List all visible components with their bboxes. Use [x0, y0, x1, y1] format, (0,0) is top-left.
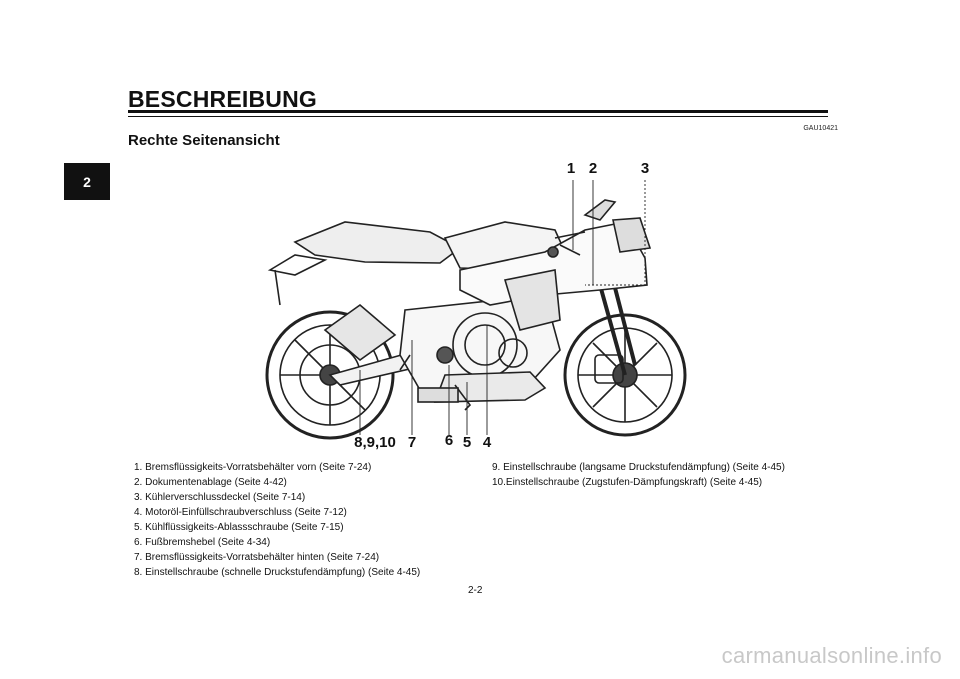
callout-2: 2: [588, 160, 598, 177]
list-item: 2. Dokumentenablage (Seite 4-42): [134, 477, 287, 488]
list-item: 10.Einstellschraube (Zugstufen-Dämpfungs…: [492, 477, 763, 488]
subsection-title: Rechte Seitenansicht: [128, 132, 280, 149]
list-item: 4. Motoröl-Einfüllschraubverschluss (Sei…: [134, 507, 347, 518]
list-item: 7. Bremsflüssigkeits-Vorratsbehälter hin…: [134, 552, 380, 563]
watermark: carmanualsonline.info: [721, 643, 942, 668]
document-code: GAU10421: [803, 125, 838, 132]
header-rule-thin: [128, 116, 828, 117]
callout-6: 6: [444, 432, 454, 449]
section-title: BESCHREIBUNG: [128, 86, 317, 112]
callout-8-9-10: 8,9,10: [354, 434, 396, 451]
callout-3: 3: [640, 160, 650, 177]
list-item: 3. Kühlerverschlussdeckel (Seite 7-14): [134, 492, 306, 503]
list-item: 5. Kühlflüssigkeits-Ablassschraube (Seit…: [134, 522, 344, 533]
list-item: 8. Einstellschraube (schnelle Druckstufe…: [134, 567, 421, 578]
chapter-tab: 2: [64, 163, 110, 200]
motorcycle-illustration: [265, 180, 687, 440]
parts-list-right: 9. Einstellschraube (langsame Druckstufe…: [492, 460, 785, 490]
page-number: 2-2: [468, 585, 483, 596]
callout-7: 7: [407, 434, 417, 451]
callout-4: 4: [482, 434, 492, 451]
list-item: 9. Einstellschraube (langsame Druckstufe…: [492, 462, 785, 473]
chapter-number: 2: [83, 173, 91, 190]
callout-1: 1: [566, 160, 576, 177]
parts-list-left: 1. Bremsflüssigkeits-Vorratsbehälter vor…: [134, 460, 420, 580]
list-item: 6. Fußbremshebel (Seite 4-34): [134, 537, 271, 548]
callout-5: 5: [462, 434, 472, 451]
motorcycle-figure: 1 2 3 8,9,10 7 6 5 4: [255, 160, 700, 455]
header-rule: [128, 110, 828, 113]
list-item: 1. Bremsflüssigkeits-Vorratsbehälter vor…: [134, 462, 372, 473]
